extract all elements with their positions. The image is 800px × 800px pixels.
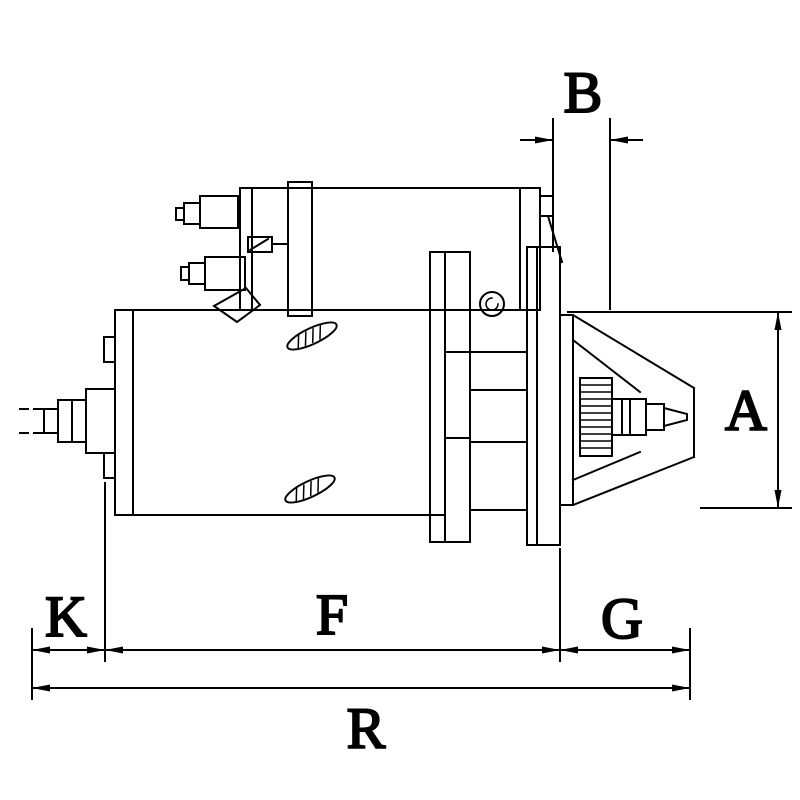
dimension-label-a: A [725, 378, 767, 443]
dimension-label-g: G [601, 586, 643, 651]
dimension-label-r: R [347, 696, 386, 761]
drive-end-bracket [559, 314, 696, 506]
dimension-g: G [560, 585, 690, 654]
vent-slot-lower [284, 474, 336, 504]
screw-slot [485, 297, 499, 311]
screw-head [479, 291, 505, 317]
dimension-label-b: B [564, 60, 603, 125]
terminal-upper [175, 195, 239, 229]
dimension-a: A [567, 311, 792, 509]
dimension-label-k: K [45, 584, 87, 649]
mounting-flange [526, 246, 561, 546]
starter-motor-drawing [19, 181, 696, 546]
pinion-gear [579, 377, 688, 457]
vent-slot-upper [286, 321, 338, 351]
wire-clip [212, 286, 262, 324]
dimension-b: B [520, 59, 643, 310]
intermediate-housing [429, 251, 528, 543]
dimension-f: F [105, 581, 560, 654]
dimension-label-f: F [316, 582, 348, 647]
dimension-k: K [32, 583, 105, 654]
solenoid [239, 181, 564, 317]
nose-cone [662, 406, 688, 428]
shaft-nose [645, 403, 665, 431]
terminal-lower [180, 236, 289, 324]
motor-body [103, 309, 446, 516]
dimension-r: R [32, 684, 690, 762]
shaft [19, 388, 116, 454]
